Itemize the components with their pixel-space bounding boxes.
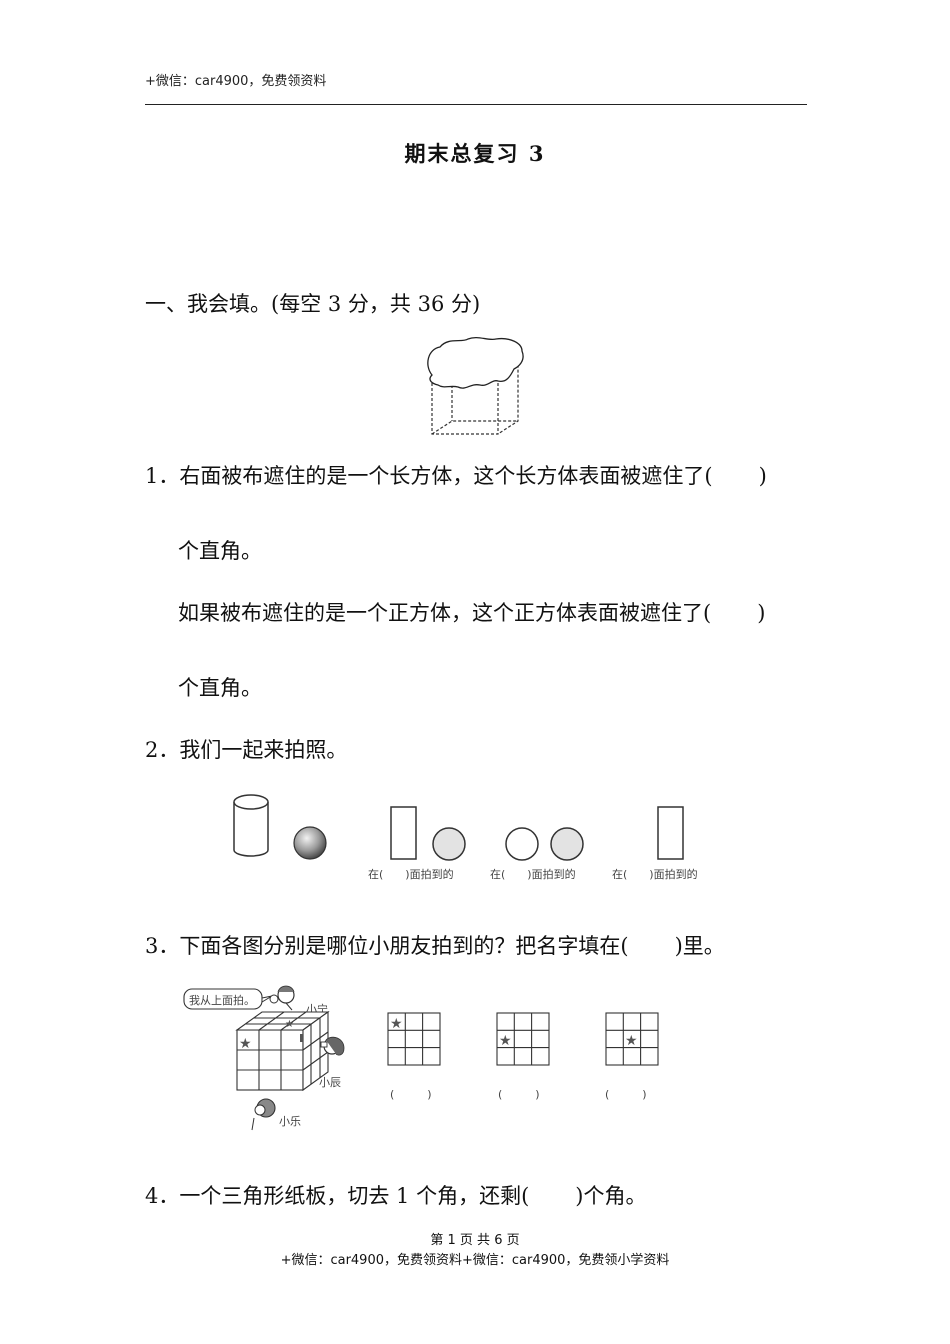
answer-slot-2[interactable]: ( ) [498, 1088, 540, 1101]
cube-photo-figure: 我从上面拍。 小宁 ★ ★ 小辰 [183, 985, 659, 1131]
cube-side-mark [300, 1034, 303, 1042]
grid-2 [496, 1012, 550, 1066]
q2-line: 2．我们一起来拍照。 [145, 738, 348, 762]
header-divider [145, 104, 807, 105]
q2-number: 2． [145, 738, 180, 762]
cube-front-star-icon: ★ [239, 1036, 252, 1052]
q4-number: 4． [145, 1184, 180, 1208]
cylinder-shape [233, 794, 269, 857]
q1-line3: 如果被布遮住的是一个正方体，这个正方体表面被遮住了() [178, 601, 766, 625]
cube-3x3x3 [235, 1010, 330, 1092]
q3-line: 3．下面各图分别是哪位小朋友拍到的？把名字填在()里。 [145, 934, 725, 958]
q1-number: 1． [145, 464, 180, 488]
name-xiaochen: 小辰 [319, 1076, 341, 1089]
grid-1-star-icon: ★ [390, 1016, 403, 1032]
kid-right-icon [320, 1036, 345, 1056]
cube-top-star-icon: ★ [285, 1019, 294, 1030]
q1-line2: 个直角。 [178, 539, 262, 563]
footer-note: +微信：car4900，免费领资料+微信：car4900，免费领小学资料 [280, 1253, 670, 1268]
covered-cuboid-figure [427, 336, 524, 435]
kid-top-icon [269, 985, 295, 1011]
view1-rectangle [390, 806, 417, 860]
view2-circle-1 [505, 827, 539, 861]
kid-bottom-icon [251, 1098, 276, 1131]
view1-caption: 在( )面拍到的 [368, 867, 454, 881]
view2-circle-2 [550, 827, 584, 861]
q3-number: 3． [145, 934, 180, 958]
speech-bubble: 我从上面拍。 [183, 988, 273, 1010]
grid-2-star-icon: ★ [499, 1033, 512, 1049]
grid-3-star-icon: ★ [625, 1033, 638, 1049]
answer-slot-1[interactable]: ( ) [390, 1088, 432, 1101]
view2-caption: 在( )面拍到的 [490, 867, 576, 881]
answer-slot-3[interactable]: ( ) [605, 1088, 647, 1101]
view3-caption: 在( )面拍到的 [612, 867, 698, 881]
section-heading: 一、我会填。(每空 3 分，共 36 分) [145, 292, 481, 316]
q1-line1: 1．右面被布遮住的是一个长方体，这个长方体表面被遮住了() [145, 464, 767, 488]
photo-views-figure: 在( )面拍到的 在( )面拍到的 在( )面拍到的 [233, 794, 698, 881]
q4-line: 4．一个三角形纸板，切去 1 个角，还剩()个角。 [145, 1184, 647, 1208]
svg-text:我从上面拍。: 我从上面拍。 [189, 993, 255, 1007]
name-xiaole: 小乐 [279, 1115, 301, 1128]
sphere-shape [293, 826, 327, 860]
header-note: +微信：car4900，免费领资料 [145, 74, 327, 89]
grid-1 [387, 1012, 441, 1066]
view1-circle [432, 827, 466, 861]
view3-rectangle [657, 806, 684, 860]
grid-3 [605, 1012, 659, 1066]
page-number: 第 1 页 共 6 页 [430, 1233, 520, 1248]
page-title: 期末总复习 3 [404, 141, 546, 166]
q1-line4: 个直角。 [178, 676, 262, 700]
